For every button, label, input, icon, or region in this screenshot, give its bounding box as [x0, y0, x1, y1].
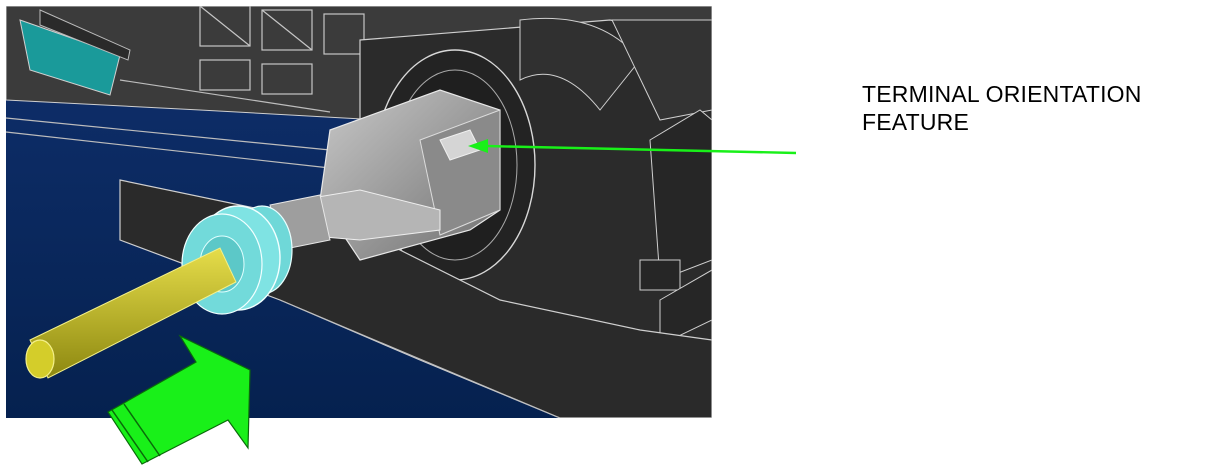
callout-label: TERMINAL ORIENTATION FEATURE	[862, 80, 1222, 136]
wire	[25, 247, 237, 379]
terminal	[269, 89, 501, 261]
insertion-direction-arrow	[107, 334, 251, 465]
cad-scene	[6, 6, 712, 418]
callout-line-2: FEATURE	[862, 109, 970, 135]
leader-arrow	[468, 139, 797, 155]
housing-grid	[199, 6, 365, 95]
callout-line-1: TERMINAL ORIENTATION	[862, 81, 1142, 107]
